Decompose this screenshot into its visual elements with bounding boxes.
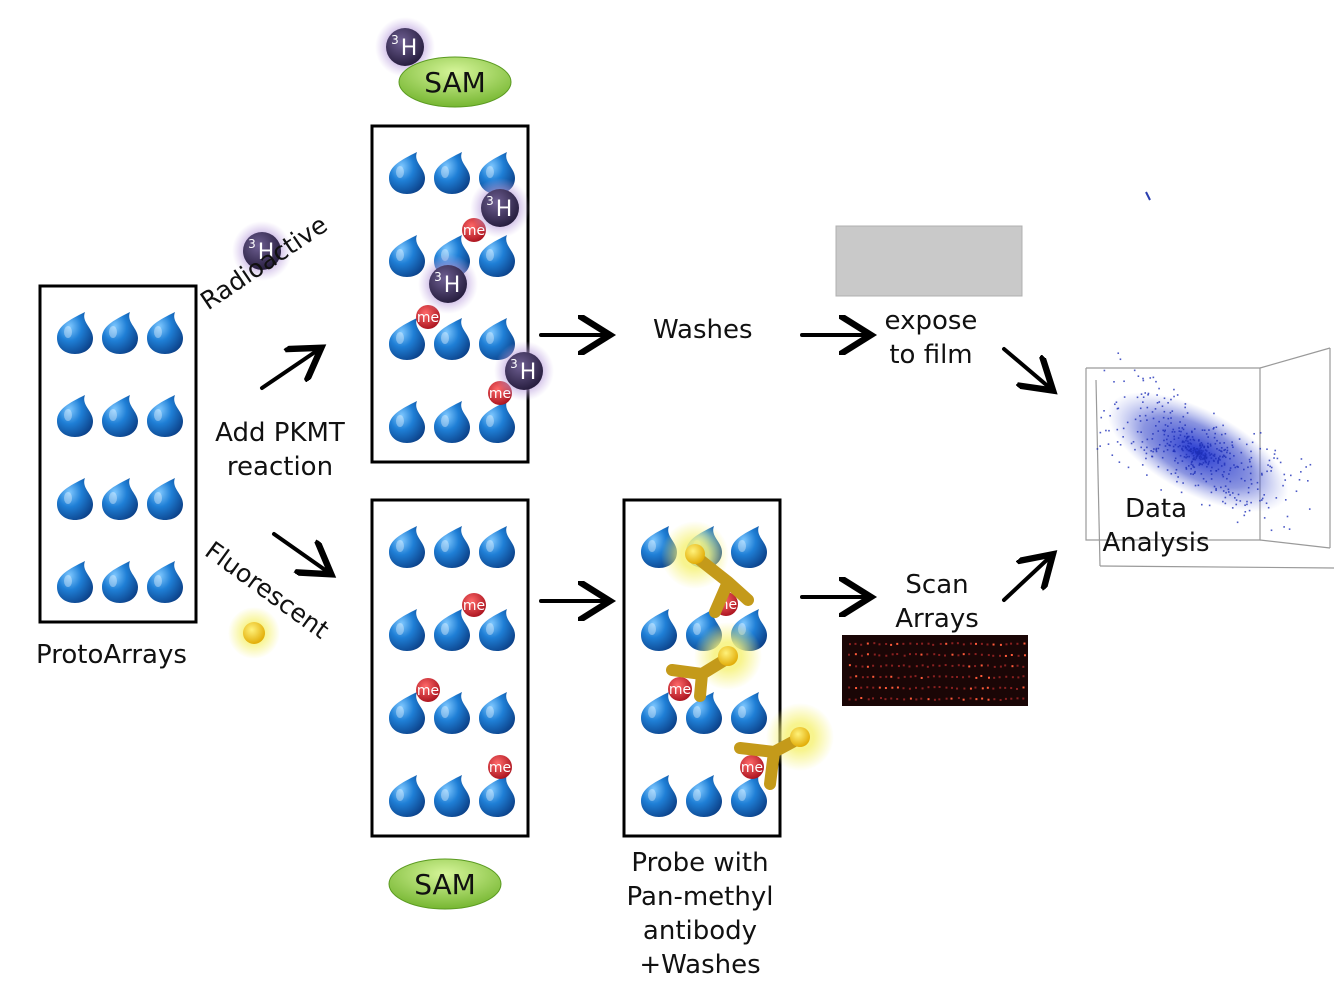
probe-line: Probe with [631, 848, 769, 878]
washes-label: Washes [653, 315, 753, 345]
svg-text:H: H [401, 36, 418, 61]
antibody-icon [734, 703, 834, 790]
water-drop-icon [147, 312, 183, 354]
expose-film-label: expose to film [870, 304, 992, 372]
water-drop-icon [102, 478, 138, 520]
film-image [835, 225, 1023, 297]
svg-text:3: 3 [248, 237, 256, 251]
scan-arrays-label: Scan Arrays [876, 568, 998, 636]
svg-text:me: me [489, 760, 511, 776]
water-drop-icon [102, 395, 138, 437]
arrow-icon [260, 335, 1050, 601]
expose-line: expose [884, 306, 978, 336]
svg-text:SAM: SAM [424, 66, 486, 99]
methyl-tag-icon: me [488, 755, 512, 779]
water-drop-icon [147, 561, 183, 603]
protoarray-drops [57, 312, 183, 603]
methyl-tag-icon: me [668, 677, 692, 701]
methyl-tag-icon: me [416, 678, 440, 702]
scan-line: Arrays [895, 604, 979, 634]
svg-text:H: H [258, 240, 275, 265]
fluorescent-array-box [370, 498, 530, 838]
scan-image [842, 635, 1028, 706]
svg-text:me: me [741, 760, 763, 776]
data-analysis-label: Data Analysis [1090, 492, 1222, 560]
methyl-tag-icon: me [416, 305, 440, 329]
radioactive-array-box [370, 124, 530, 464]
probe-line: Pan-methyl [626, 882, 774, 912]
sam-cofactor-icon: SAM [398, 56, 512, 108]
svg-text:3: 3 [510, 357, 518, 371]
methyl-tag-icon: me [462, 593, 486, 617]
add-pkmt-line: Add PKMT [215, 418, 345, 448]
probe-line: +Washes [639, 950, 761, 980]
scan-line: Scan [905, 570, 969, 600]
water-drop-icon [147, 478, 183, 520]
water-drop-icon [57, 561, 93, 603]
fluorophore-icon [228, 607, 280, 659]
add-pkmt-line: reaction [226, 452, 334, 482]
protoarray-box [38, 284, 198, 624]
water-drop-icon [57, 478, 93, 520]
probe-line: antibody [642, 916, 758, 946]
water-drop-icon [57, 395, 93, 437]
water-drop-icon [102, 312, 138, 354]
protoarrays-label: ProtoArrays [36, 640, 187, 670]
probe-label: Probe with Pan-methyl antibody +Washes [610, 846, 790, 982]
data-line: Data [1124, 494, 1188, 524]
add-pkmt-label: Add PKMT reaction [205, 416, 355, 484]
sam-cofactor-icon: SAM [388, 858, 502, 910]
svg-text:me: me [463, 598, 485, 614]
svg-text:me: me [417, 683, 439, 699]
water-drop-icon [102, 561, 138, 603]
svg-text:3: 3 [434, 270, 442, 284]
svg-text:SAM: SAM [414, 868, 476, 901]
antibody-icon [666, 622, 762, 702]
antibody-icon [661, 521, 754, 618]
svg-text:me: me [417, 310, 439, 326]
svg-text:H: H [496, 197, 513, 222]
water-drop-icon [147, 395, 183, 437]
svg-text:me: me [669, 682, 691, 698]
svg-text:H: H [444, 273, 461, 298]
svg-text:3: 3 [486, 194, 494, 208]
svg-text:3: 3 [391, 33, 399, 47]
expose-line: to film [889, 340, 973, 370]
data-line: Analysis [1102, 528, 1210, 558]
probed-array-box [622, 498, 782, 838]
scatter-plot-image [1085, 191, 1335, 569]
water-drop-icon [57, 312, 93, 354]
svg-text:H: H [520, 360, 537, 385]
methyl-tag-icon: me [740, 755, 764, 779]
